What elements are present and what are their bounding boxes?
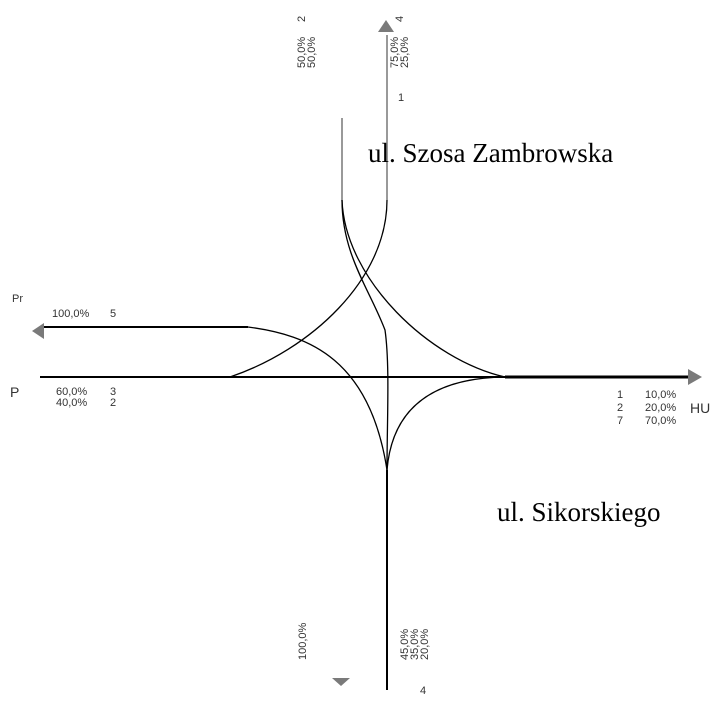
- east-value-1: 10,0%: [645, 389, 676, 401]
- curve-north-left-to-east: [341, 199, 506, 378]
- south-num: 4: [420, 685, 426, 697]
- west-arm-id-top: Pr: [12, 293, 23, 305]
- north-right-labels: 75,0% 25,0% 4: [389, 16, 411, 68]
- north-arrow-icon: [378, 20, 394, 32]
- west-bottom-num-2: 2: [110, 397, 116, 409]
- west-bottom-value-1: 60,0%: [56, 386, 87, 398]
- west-top-num: 5: [110, 308, 116, 320]
- east-arrow-icon: [688, 369, 702, 385]
- east-num-3: 7: [617, 415, 623, 427]
- south-left-labels: 100,0%: [297, 622, 309, 660]
- north-right-num-2: 1: [398, 92, 404, 104]
- west-arm-id-bottom: P: [10, 384, 19, 400]
- north-right-value-2: 25,0%: [399, 37, 411, 68]
- west-top-value: 100,0%: [52, 308, 90, 320]
- curve-north-right-to-west: [229, 199, 388, 378]
- north-left-labels: 50,0% 50,0% 2: [296, 16, 318, 68]
- south-right-value-2: 35,0%: [409, 629, 421, 660]
- north-right-num-1: 4: [394, 16, 406, 22]
- north-left-value-1: 50,0%: [296, 37, 308, 68]
- east-value-2: 20,0%: [645, 402, 676, 414]
- street-label-east: ul. Sikorskiego: [497, 497, 661, 527]
- west-bottom-num-1: 3: [110, 386, 116, 398]
- east-arm-id: HU: [690, 400, 710, 416]
- curve-west-to-south: [247, 326, 388, 471]
- south-right-value-1: 45,0%: [399, 629, 411, 660]
- south-arrow-icon: [332, 678, 350, 686]
- west-bottom-value-2: 40,0%: [56, 397, 87, 409]
- south-right-labels: 45,0% 35,0% 20,0%: [399, 629, 431, 660]
- north-left-num-1: 2: [296, 16, 308, 22]
- west-arrow-icon: [32, 323, 44, 339]
- east-num-2: 2: [617, 402, 623, 414]
- east-num-1: 1: [617, 389, 623, 401]
- street-label-north: ul. Szosa Zambrowska: [368, 138, 614, 168]
- east-value-3: 70,0%: [645, 415, 676, 427]
- curve-north-left-to-south: [341, 199, 389, 471]
- curve-south-to-east: [386, 376, 506, 471]
- south-left-value: 100,0%: [297, 622, 309, 660]
- south-right-value-3: 20,0%: [419, 629, 431, 660]
- north-right-value-1: 75,0%: [389, 37, 401, 68]
- north-left-value-2: 50,0%: [306, 37, 318, 68]
